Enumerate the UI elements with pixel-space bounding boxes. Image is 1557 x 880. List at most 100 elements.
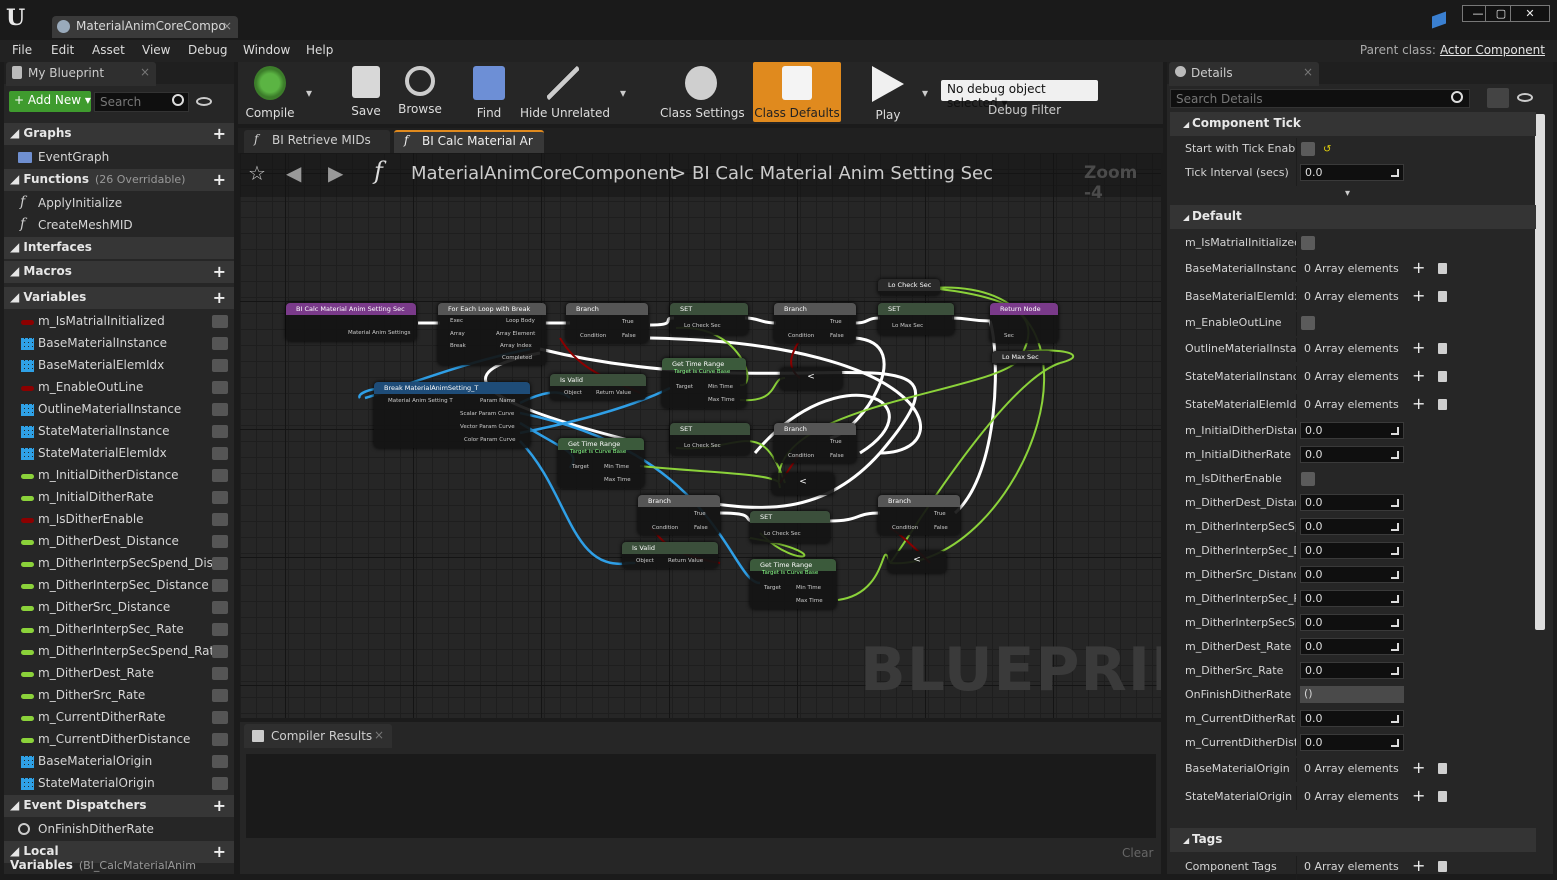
document-tab[interactable]: MaterialAnimCoreCompo × xyxy=(52,16,238,38)
property-number-field[interactable]: 0.0 xyxy=(1300,566,1404,583)
visibility-eye-icon[interactable] xyxy=(212,579,228,592)
visibility-eye-icon[interactable] xyxy=(212,733,228,746)
less-than-node[interactable]: < xyxy=(780,368,842,390)
column-divider[interactable] xyxy=(1296,732,1297,756)
property-delegate-field[interactable]: () xyxy=(1300,686,1404,703)
compiler-results-tab[interactable]: Compiler Results × xyxy=(244,724,392,748)
list-item[interactable]: OnFinishDitherRate xyxy=(4,819,234,841)
add-new-button[interactable]: + Add New ▾ xyxy=(9,91,91,112)
list-item[interactable]: m_DitherSrc_Distance xyxy=(4,597,234,619)
add-plus-icon[interactable]: + xyxy=(212,288,226,307)
lo-check-variable-node[interactable]: Lo Check Sec xyxy=(878,279,940,295)
advanced-expand-chevron-icon[interactable]: ▾ xyxy=(1345,188,1351,199)
list-item[interactable]: m_IsDitherEnable xyxy=(4,509,234,531)
list-item[interactable]: EventGraph xyxy=(4,147,234,169)
menu-view[interactable]: View xyxy=(142,43,171,57)
clear-button[interactable]: Clear xyxy=(1122,846,1154,860)
column-divider[interactable] xyxy=(1296,540,1297,564)
property-number-field[interactable]: 0.0 xyxy=(1300,662,1404,679)
lo-max-variable-node[interactable]: Lo Max Sec xyxy=(992,351,1052,365)
visibility-eye-icon[interactable] xyxy=(212,447,228,460)
property-checkbox[interactable] xyxy=(1301,236,1315,250)
list-item[interactable]: m_InitialDitherDistance xyxy=(4,465,234,487)
column-divider[interactable] xyxy=(1296,258,1297,282)
list-item[interactable]: StateMaterialOrigin xyxy=(4,773,234,795)
visibility-eye-icon[interactable] xyxy=(196,97,212,106)
list-item[interactable]: StateMaterialInstance xyxy=(4,421,234,443)
add-element-plus-icon[interactable]: + xyxy=(1412,786,1426,805)
debug-object-dropdown[interactable]: No debug object selected ▾ xyxy=(941,80,1098,110)
property-checkbox[interactable] xyxy=(1301,142,1315,156)
column-divider[interactable] xyxy=(1296,660,1297,684)
graph-tab-retrieve-mids[interactable]: f BI Retrieve MIDs xyxy=(244,130,390,153)
visibility-eye-icon[interactable] xyxy=(212,403,228,416)
visibility-eye-icon[interactable] xyxy=(212,645,228,658)
property-number-field[interactable]: 0.0 xyxy=(1300,422,1404,439)
visibility-eye-icon[interactable] xyxy=(212,689,228,702)
back-arrow-icon[interactable]: ◀ xyxy=(286,161,302,185)
menu-window[interactable]: Window xyxy=(243,43,291,57)
property-matrix-icon[interactable] xyxy=(1487,88,1509,108)
property-number-field[interactable]: 0.0 xyxy=(1300,518,1404,535)
breadcrumb-root[interactable]: MaterialAnimCoreComponent xyxy=(411,163,677,184)
add-element-plus-icon[interactable]: + xyxy=(1412,856,1426,875)
details-category-header[interactable]: ◢ Default xyxy=(1170,205,1536,229)
visibility-eye-icon[interactable] xyxy=(212,315,228,328)
find-button[interactable]: Find xyxy=(466,62,512,122)
category-header[interactable]: ◢ Interfaces xyxy=(4,237,234,259)
delete-trash-icon[interactable] xyxy=(1438,791,1447,802)
visibility-eye-icon[interactable] xyxy=(212,777,228,790)
blueprint-graph-canvas[interactable]: ☆ ◀ ▶ f MaterialAnimCoreComponent > BI C… xyxy=(240,153,1161,718)
details-category-header[interactable]: ◢ Tags xyxy=(1170,828,1536,852)
close-tab-icon[interactable]: × xyxy=(373,728,384,742)
menu-edit[interactable]: Edit xyxy=(51,43,75,57)
add-element-plus-icon[interactable]: + xyxy=(1412,366,1426,385)
column-divider[interactable] xyxy=(1296,786,1297,810)
class-settings-button[interactable]: Class Settings xyxy=(660,62,745,122)
category-header[interactable]: ◢ Graphs+ xyxy=(4,123,234,145)
property-number-field[interactable]: 0.0 xyxy=(1300,638,1404,655)
visibility-eye-icon[interactable] xyxy=(212,623,228,636)
hide-unrelated-options-chevron-icon[interactable]: ▾ xyxy=(620,86,627,100)
parent-class-link[interactable]: Actor Component xyxy=(1439,43,1545,57)
add-element-plus-icon[interactable]: + xyxy=(1412,338,1426,357)
list-item[interactable]: m_CurrentDitherDistance xyxy=(4,729,234,751)
property-checkbox[interactable] xyxy=(1301,316,1315,330)
column-divider[interactable] xyxy=(1296,856,1297,880)
list-item[interactable]: m_DitherInterpSec_Rate xyxy=(4,619,234,641)
details-tab[interactable]: Details × xyxy=(1169,62,1319,86)
list-item[interactable]: StateMaterialElemIdx xyxy=(4,443,234,465)
visibility-eye-icon[interactable] xyxy=(212,425,228,438)
list-item[interactable]: m_CurrentDitherRate xyxy=(4,707,234,729)
list-item[interactable]: OutlineMaterialInstance xyxy=(4,399,234,421)
close-tab-icon[interactable]: × xyxy=(139,65,150,79)
list-item[interactable]: m_EnableOutLine xyxy=(4,377,234,399)
column-divider[interactable] xyxy=(1296,420,1297,444)
add-plus-icon[interactable]: + xyxy=(212,170,226,189)
compile-options-chevron-icon[interactable]: ▾ xyxy=(306,86,313,100)
column-divider[interactable] xyxy=(1296,588,1297,612)
visibility-eye-icon[interactable] xyxy=(212,667,228,680)
delete-trash-icon[interactable] xyxy=(1438,343,1447,354)
list-item[interactable]: m_DitherDest_Distance xyxy=(4,531,234,553)
browse-button[interactable]: Browse xyxy=(394,62,446,122)
list-item[interactable]: m_InitialDitherRate xyxy=(4,487,234,509)
list-item[interactable]: BaseMaterialInstance xyxy=(4,333,234,355)
close-tab-icon[interactable]: × xyxy=(221,19,232,33)
play-options-chevron-icon[interactable]: ▾ xyxy=(922,86,929,100)
visibility-eye-icon[interactable] xyxy=(212,557,228,570)
column-divider[interactable] xyxy=(1296,468,1297,492)
column-divider[interactable] xyxy=(1296,286,1297,310)
visibility-eye-icon[interactable] xyxy=(212,469,228,482)
column-divider[interactable] xyxy=(1296,708,1297,732)
